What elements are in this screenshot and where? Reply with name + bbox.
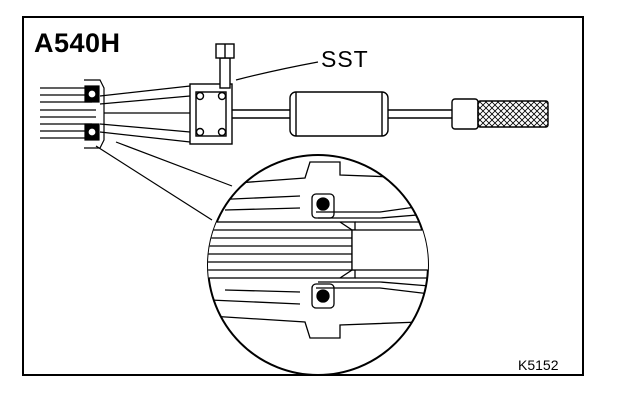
magnifier-leaders [95, 141, 233, 221]
sst-leader-line [235, 61, 319, 81]
diagram-frame [22, 16, 584, 376]
puller-arms [99, 85, 201, 143]
magnified-detail [207, 154, 429, 376]
transmission-shaft [40, 79, 105, 149]
figure-reference: K5152 [518, 357, 559, 373]
special-tool-label: SST [321, 46, 369, 72]
model-label: A540H [34, 28, 121, 58]
slide-hammer [232, 91, 549, 137]
clamp-block [189, 43, 235, 145]
